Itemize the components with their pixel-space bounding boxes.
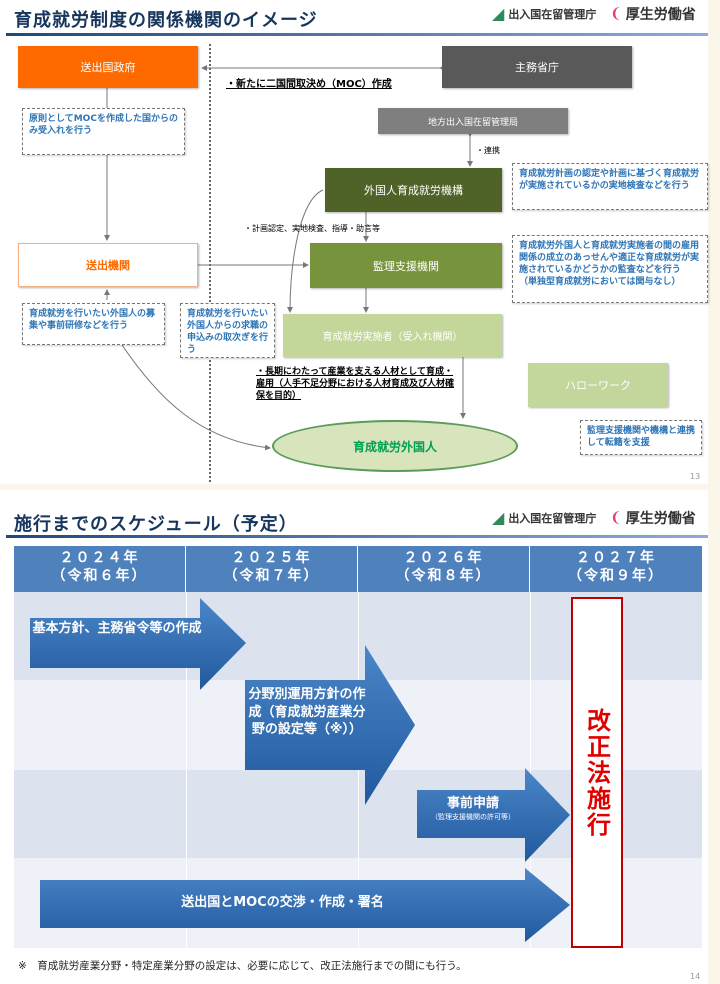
isa-mark-icon: ◢ <box>492 508 505 527</box>
box-implementer: 育成就労実施者（受入れ機関） <box>283 314 502 357</box>
callout-job-application: 育成就労を行いたい外国人からの求職の申込みの取次ぎを行う <box>180 303 275 358</box>
column-2025: ２０２５年（令和７年） <box>186 546 358 592</box>
callout-sending-agency: 育成就労を行いたい外国人の募集や事前研修などを行う <box>22 303 165 345</box>
column-2027: ２０２７年（令和９年） <box>568 550 664 584</box>
slide-title: 育成就労制度の関係機関のイメージ <box>14 10 318 31</box>
note-moc: ・新たに二国間取決め（MOC）作成 <box>226 79 392 90</box>
box-sending-agency: 送出機関 <box>18 243 198 287</box>
arrow-label: 送出国とMOCの交渉・作成・署名 <box>181 895 384 910</box>
box-hellowork: ハローワーク <box>528 363 668 407</box>
box-sending-government: 送出国政府 <box>18 46 198 88</box>
slide-schedule: 施行までのスケジュール（予定） ◢出入国在留管理庁 ❨厚生労働省 ２０２４年（令… <box>0 490 708 984</box>
callout-hellowork: 監理支援機関や機構と連携して転籍を支援 <box>580 420 702 455</box>
ellipse-workers: 育成就労外国人 <box>272 420 518 472</box>
note-guidance: ・計画認定、実地検査、指導・助言等 <box>244 224 380 233</box>
schedule-arrows <box>30 598 570 942</box>
mhlw-mark-icon: ❨ <box>610 510 622 526</box>
callout-organization: 育成就労計画の認定や計画に基づく育成就労が実施されているかの実地検査などを行う <box>512 163 708 210</box>
box-ministries: 主務省庁 <box>442 46 632 88</box>
box-organization: 外国人育成就労機構 <box>325 168 502 212</box>
column-2026: ２０２６年（令和８年） <box>358 546 530 592</box>
callout-supervising: 育成就労外国人と育成就労実施者の間の雇用関係の成立のあっせんや適正な育成就労が実… <box>512 235 708 303</box>
note-cooperation: ・連携 <box>476 146 500 155</box>
arrow-pre-application <box>417 768 570 862</box>
slide-agencies: 育成就労制度の関係機関のイメージ ◢出入国在留管理庁 ❨厚生労働省 送出国政府 … <box>0 0 708 484</box>
connector-lines <box>104 44 473 482</box>
column-2024: ２０２４年（令和６年） <box>14 546 186 592</box>
note-purpose: ・長期にわたって産業を支える人材として育成・雇用（人手不足分野における人材育成及… <box>256 367 455 402</box>
arrow-label: 基本方針、主務省令等の作成 <box>32 621 202 636</box>
isa-logo: ◢出入国在留管理庁 <box>492 4 597 23</box>
page-number: 14 <box>690 972 701 981</box>
isa-mark-icon: ◢ <box>492 4 505 23</box>
page-number: 13 <box>690 472 701 481</box>
header-rule <box>6 33 708 36</box>
arrow-basic-policy <box>30 598 246 690</box>
header-rule <box>6 535 708 538</box>
enforcement-label: 改正法施行 <box>582 707 611 838</box>
enforcement-box: 改正法施行 <box>571 597 623 948</box>
arrow-field-policy <box>245 645 415 805</box>
arrow-moc-negotiation <box>40 868 570 942</box>
isa-logo: ◢出入国在留管理庁 <box>492 508 597 527</box>
table-header <box>14 546 702 592</box>
arrow-label: 事前申請（監理支援機関の許可等） <box>431 796 515 821</box>
callout-moc-only: 原則としてMOCを作成した国からのみ受入れを行う <box>22 108 185 155</box>
slide-title: 施行までのスケジュール（予定） <box>14 514 298 535</box>
arrow-label: 分野別運用方針の作成（育成就労産業分野の設定等（※）） <box>248 687 366 738</box>
mhlw-mark-icon: ❨ <box>610 6 622 22</box>
footnote: ※ 育成就労産業分野・特定産業分野の設定は、必要に応じて、改正法施行までの間にも… <box>18 960 467 972</box>
box-regional-bureau: 地方出入国在留管理局 <box>378 108 568 134</box>
mhlw-logo: ❨厚生労働省 <box>610 6 696 23</box>
mhlw-logo: ❨厚生労働省 <box>610 510 696 527</box>
box-supervising: 監理支援機関 <box>310 243 502 288</box>
